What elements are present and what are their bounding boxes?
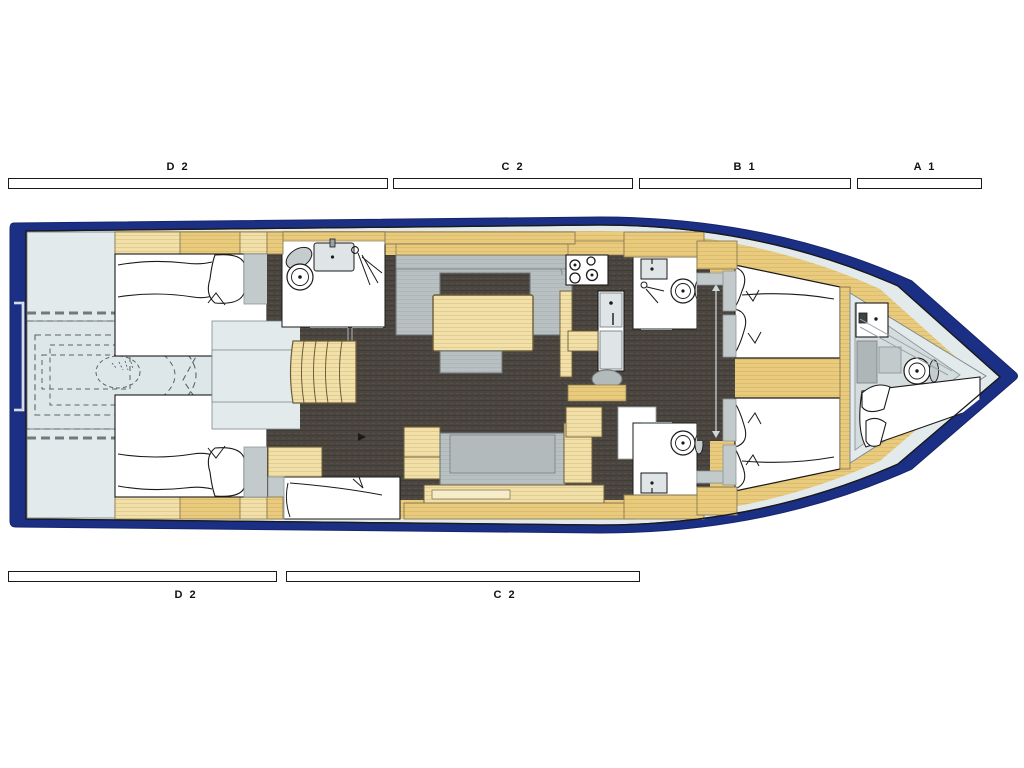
bottom-scale-bar-group: D 2 C 2 <box>0 565 1024 615</box>
top-bar-label-d2: D 2 <box>166 161 190 173</box>
bottom-scale-bar-d2 <box>8 571 277 582</box>
top-scale-bar-group: D 2 C 2 B 1 A 1 <box>0 0 1024 195</box>
top-scale-bar-a1 <box>857 178 982 189</box>
toilet-icon-forepeak <box>903 357 939 385</box>
forepeak-cabin <box>849 292 987 464</box>
deck-plan-drawing <box>0 195 1024 565</box>
deck-wood-background <box>115 231 978 519</box>
top-bar-label-a1: A 1 <box>913 161 937 173</box>
top-scale-bar-b1 <box>639 178 851 189</box>
bottom-bar-label-c2: C 2 <box>493 589 517 601</box>
bathing-platform <box>14 231 116 519</box>
top-scale-bar-d2 <box>8 178 388 189</box>
bottom-scale-bar-c2 <box>286 571 640 582</box>
hull-inner-line <box>25 224 1001 526</box>
bottom-bar-label-d2: D 2 <box>174 589 198 601</box>
top-bar-label-c2: C 2 <box>501 161 525 173</box>
top-scale-bar-c2 <box>393 178 633 189</box>
top-bar-label-b1: B 1 <box>733 161 757 173</box>
